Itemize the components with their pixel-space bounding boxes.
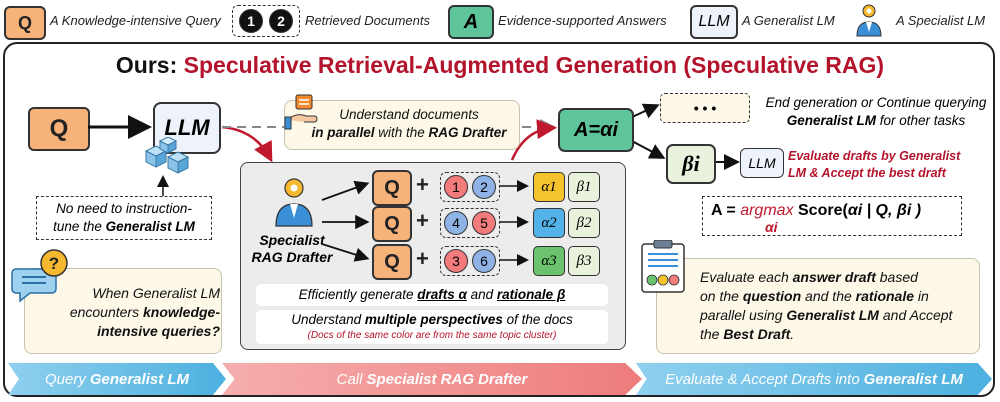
understand-text: Understand documents in parallel with th… [300,106,518,142]
understand-line1: Understand documents [339,107,479,122]
docs-pair-2: 4 5 [440,208,500,238]
legend-answer-label: Evidence-supported Answers [498,13,667,28]
docs-pair-1: 1 2 [440,172,500,202]
understand-line2: in parallel with the RAG Drafter [311,125,507,140]
question-panel [24,268,222,354]
document-hand-icon [284,94,318,130]
beta-rationale-1: β1 [568,172,600,202]
legend-doc-2: 2 [269,9,293,33]
question-line1: When Generalist LM [92,285,220,301]
clipboard-icon [641,240,685,293]
drafter-q-2: Q [372,206,412,242]
legend-specialist-label: A Specialist LM [896,13,986,28]
query-box: Q [28,107,90,151]
plus-1: + [416,172,429,197]
alpha-draft-2: α2 [533,208,565,238]
plus-3: + [416,246,429,271]
evaluate-panel [656,258,980,354]
page-title: Ours: Speculative Retrieval-Augmented Ge… [0,52,1000,79]
doc-3: 3 [444,249,468,273]
doc-4: 4 [444,211,468,235]
legend-llm-label: A Generalist LM [742,13,835,28]
llm-eval-box: LLM [740,148,784,178]
drafter-q-3: Q [372,244,412,280]
no-instruction-tune-note: No need to instruction- tune the General… [36,196,212,240]
question-line3: intensive queries? [97,323,220,339]
argmax-formula: A = argmax Score(αi | Q, βi ) αi [702,196,962,236]
answer-box: A=αi [558,108,634,152]
perspectives-line: Understand multiple perspectives of the … [291,312,573,327]
perspectives-caption: Understand multiple perspectives of the … [256,310,608,344]
eval-red-text: Evaluate drafts by Generalist LM & Accep… [788,148,994,182]
beta-box: βi [666,144,716,184]
evaluate-line4: the Best Draft. [700,326,795,342]
legend-doc-1: 1 [239,9,263,33]
end-line2: Generalist LM for other tasks [786,113,966,128]
drafter-name-line2: RAG Drafter [251,249,333,265]
question-line2: encounters knowledge- [69,304,220,320]
note-line1: No need to instruction- [56,201,192,216]
doc-5: 5 [472,211,496,235]
svg-text:?: ? [49,254,59,273]
end-line1: End generation or Continue querying [765,95,987,110]
doc-6: 6 [472,249,496,273]
drafter-name-line1: Specialist [259,232,325,248]
understand-docs-box [284,100,520,150]
plus-2: + [416,208,429,233]
title-prefix: Ours: [115,52,184,78]
main-frame [3,42,995,397]
legend-docs-label: Retrieved Documents [305,13,430,28]
title-main: Speculative Retrieval-Augmented Generati… [183,52,885,78]
legend-llm-symbol: LLM [690,5,738,39]
cubes-icon [144,137,190,174]
evaluate-text: Evaluate each answer draft based on the … [700,268,976,344]
step-call-drafter: Call Specialist RAG Drafter [222,363,642,395]
legend-docs-box: 1 2 [232,5,300,37]
evaluate-line1: Evaluate each answer draft based [700,269,918,285]
chat-question-icon: ? [11,249,68,303]
specialist-icon [275,178,313,227]
legend-query-symbol: Q [4,6,46,40]
note-line2: tune the Generalist LM [53,219,195,234]
eval-line2: LM & Accept the best draft [788,166,946,180]
beta-rationale-2: β2 [568,208,600,238]
legend-specialist-icon [856,4,882,37]
drafter-name: Specialist RAG Drafter [248,232,336,266]
doc-2: 2 [472,175,496,199]
alpha-draft-3: α3 [533,246,565,276]
evaluate-line3: parallel using Generalist LM and Accept [700,307,953,323]
legend-query-label: A Knowledge-intensive Query [50,13,221,28]
step-evaluate-accept: Evaluate & Accept Drafts into Generalist… [636,363,992,395]
generate-caption: Efficiently generate drafts α and ration… [256,284,608,306]
alpha-draft-1: α1 [533,172,565,202]
drafter-q-1: Q [372,170,412,206]
ellipsis-box: • • • [660,93,750,123]
question-text: When Generalist LM encounters knowledge-… [36,284,220,341]
perspectives-note: (Docs of the same color are from the sam… [307,330,557,341]
end-generation-text: End generation or Continue querying Gene… [758,94,994,130]
step-query-generalist: Query Generalist LM [8,363,226,395]
legend-answer-symbol: A [448,5,494,39]
doc-1: 1 [444,175,468,199]
formula-main: A = argmax Score(αi | Q, βi ) [711,202,922,219]
docs-pair-3: 3 6 [440,246,500,276]
evaluate-line2: on the question and the rationale in [700,288,929,304]
eval-line1: Evaluate drafts by Generalist [788,149,961,163]
beta-rationale-3: β3 [568,246,600,276]
formula-subscript: αi [765,219,778,235]
